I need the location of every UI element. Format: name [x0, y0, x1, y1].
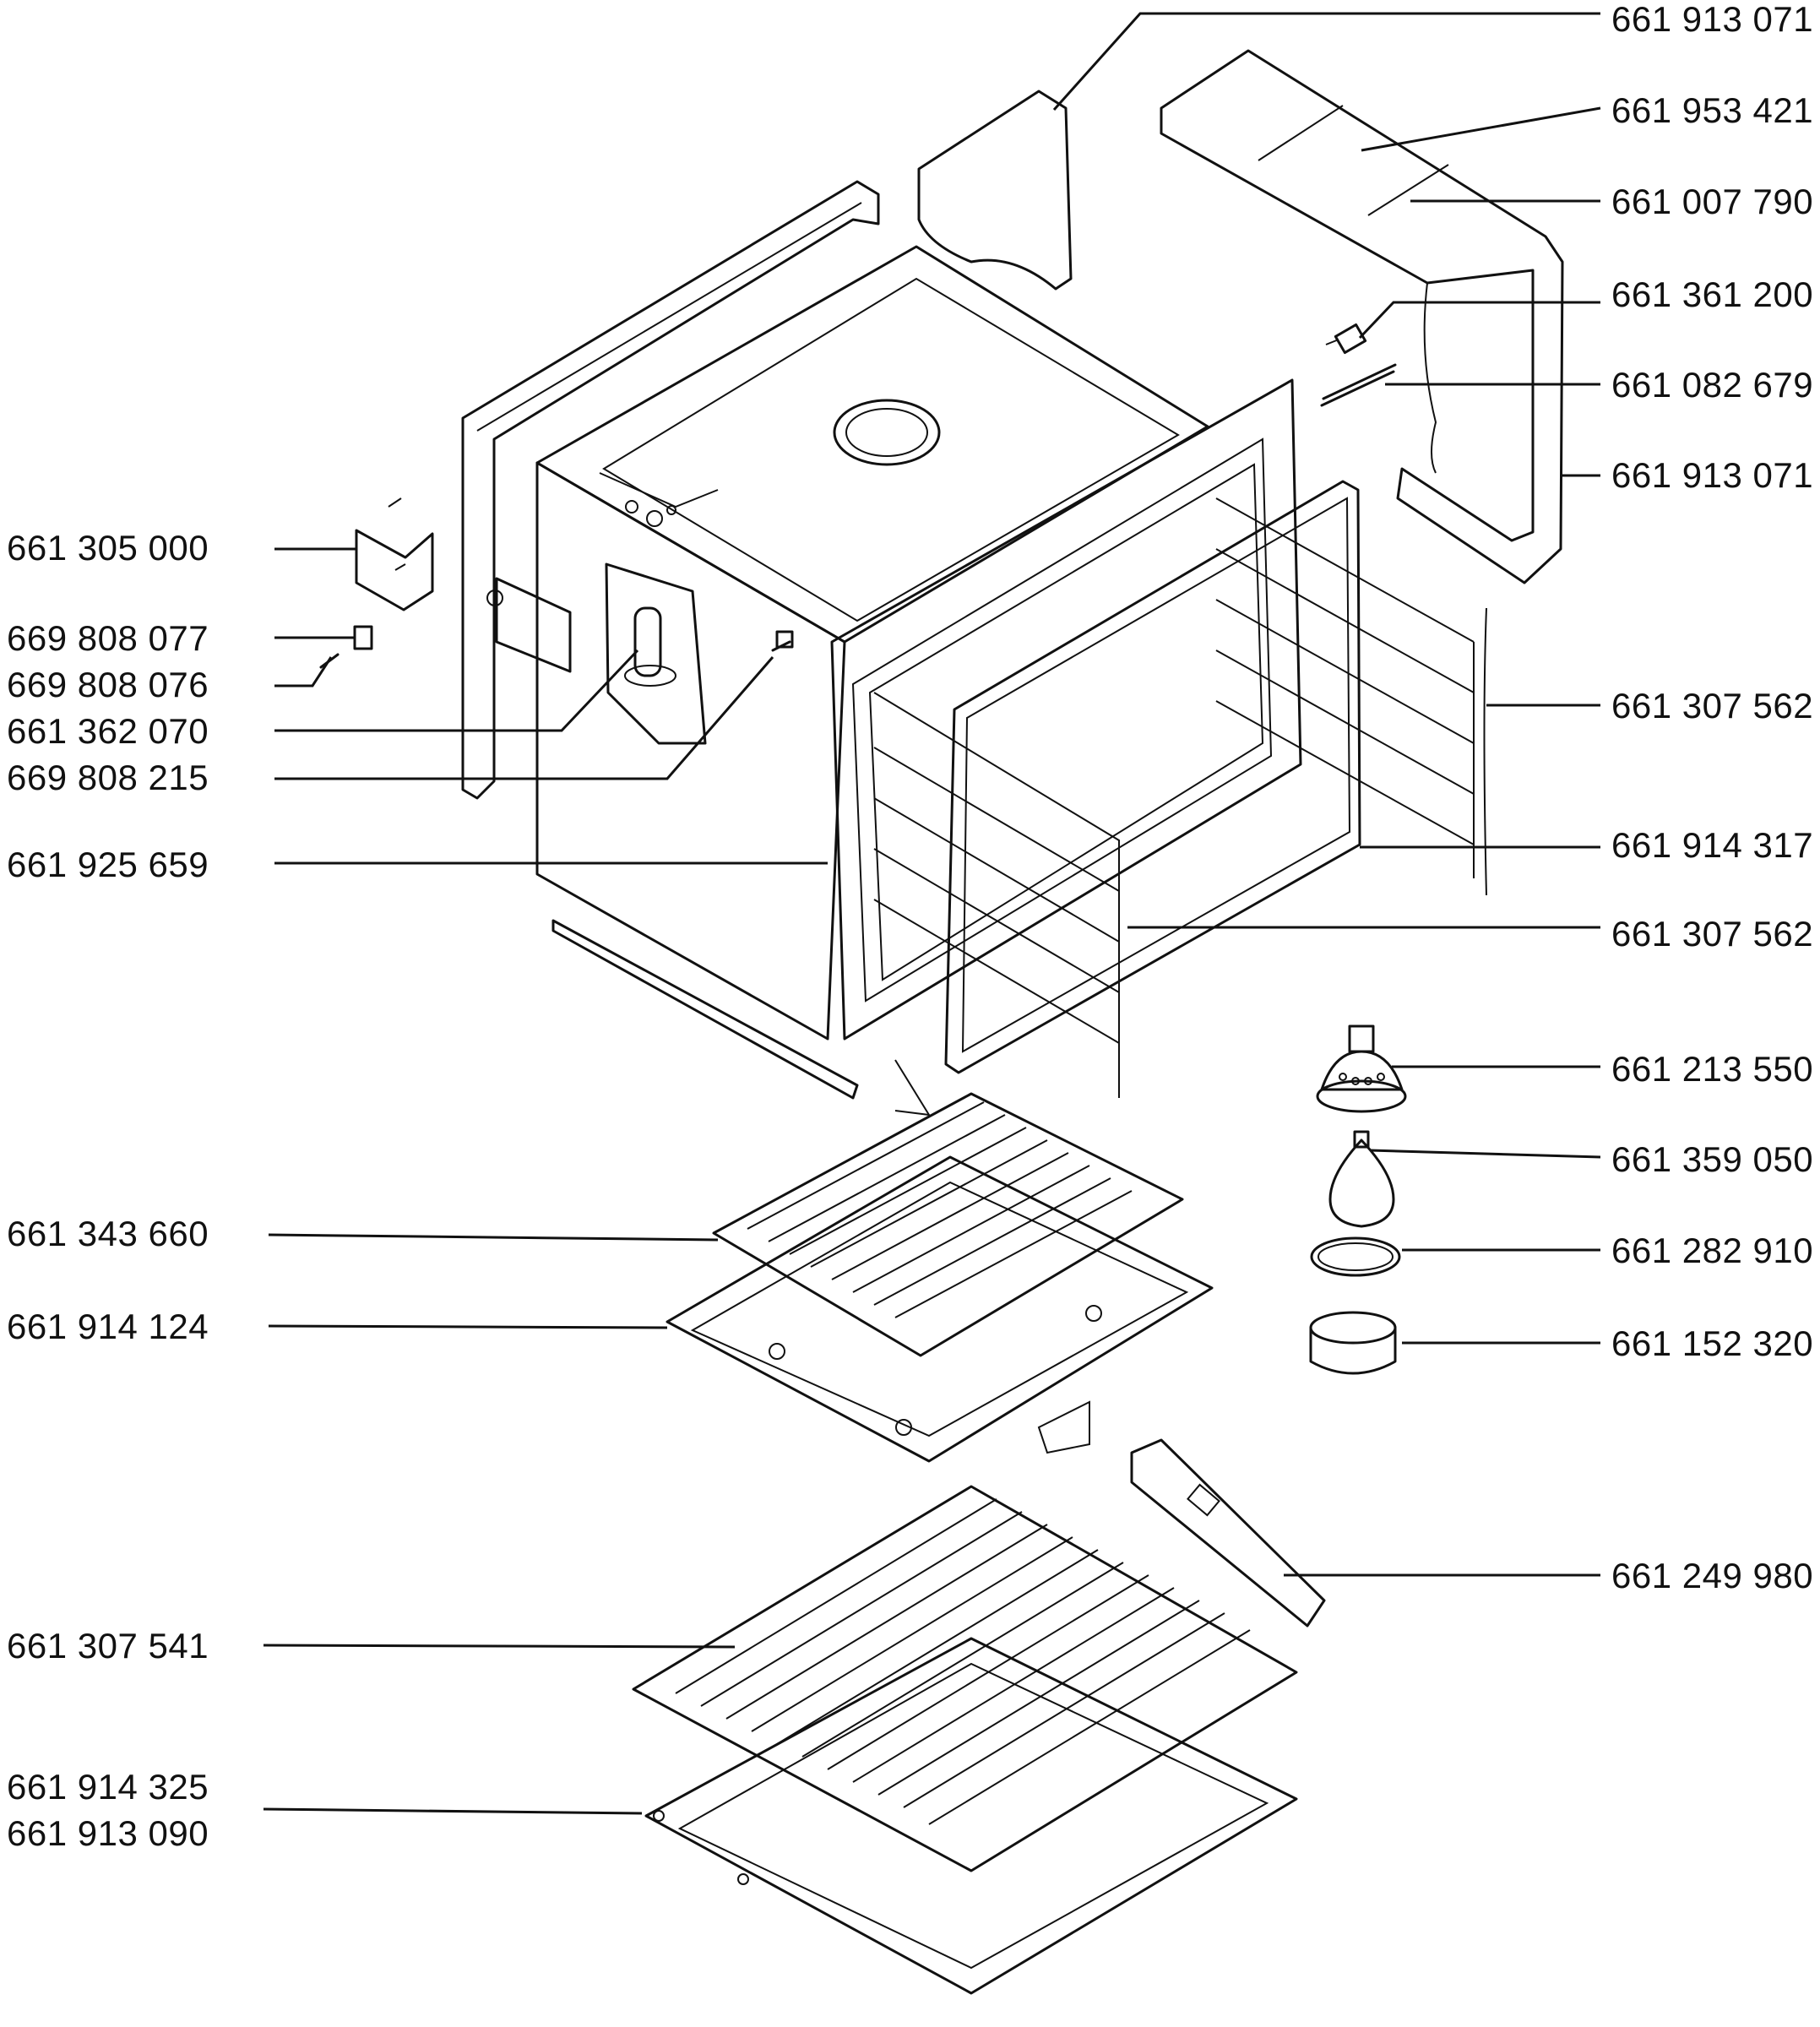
baking-tray [644, 1637, 1298, 1995]
temperature-sensor [1320, 363, 1397, 407]
leader-lines-left [263, 547, 828, 1815]
part-number-label: 669 808 076 [7, 665, 209, 704]
insulation-wrap [1160, 49, 1564, 896]
part-number-label: 661 914 325 [7, 1767, 209, 1807]
oven-cavity [535, 245, 1302, 1041]
part-number-label: 661 913 071 [1611, 0, 1814, 39]
part-number-label: 661 914 124 [7, 1307, 209, 1346]
part-number-label: 661 362 070 [7, 711, 209, 751]
shelf-rails-left [873, 692, 1120, 1098]
part-number-label: 661 307 541 [7, 1626, 209, 1666]
part-number-label: 661 913 071 [1611, 455, 1814, 495]
part-number-label: 661 307 562 [1611, 686, 1814, 725]
small-bracket [355, 497, 434, 611]
part-number-label: 661 082 679 [1611, 365, 1814, 405]
part-number-label: 661 152 320 [1611, 1323, 1814, 1363]
part-number-label: 661 343 660 [7, 1214, 209, 1253]
screws [319, 625, 794, 669]
door-seal [944, 480, 1361, 1074]
drip-tray [666, 1155, 1214, 1463]
lamp-cover [1309, 1311, 1397, 1375]
bottom-strip [551, 919, 931, 1117]
part-number-label: 661 213 550 [1611, 1049, 1814, 1089]
oven-side-panel [461, 180, 880, 800]
hinge-bracket [486, 577, 572, 673]
part-number-label: 661 913 090 [7, 1813, 209, 1853]
fan-motor-housing [605, 562, 707, 745]
part-number-label: 661 307 562 [1611, 914, 1814, 954]
top-insulation-pad [917, 90, 1073, 291]
leader-lines-right [1052, 12, 1601, 1577]
part-number-label: 669 808 077 [7, 618, 209, 658]
thermal-fuse [1325, 323, 1367, 355]
part-number-label: 661 249 980 [1611, 1556, 1814, 1595]
part-number-label: 661 305 000 [7, 528, 209, 568]
shelf-rails-right [1215, 497, 1475, 878]
part-number-label: 661 361 200 [1611, 274, 1814, 314]
wire-shelf [712, 1092, 1184, 1357]
part-number-label: 669 808 215 [7, 758, 209, 797]
part-number-label: 661 914 317 [1611, 825, 1814, 865]
lamp-socket [1316, 1024, 1407, 1113]
lamp-gasket [1310, 1236, 1401, 1277]
lamp-bulb [1328, 1130, 1395, 1228]
pan-handle [1130, 1438, 1326, 1628]
part-number-label: 661 925 659 [7, 845, 209, 884]
part-number-label: 661 007 790 [1611, 182, 1814, 221]
part-number-label: 661 282 910 [1611, 1231, 1814, 1270]
part-number-label: 661 953 421 [1611, 90, 1814, 130]
part-number-label: 661 359 050 [1611, 1139, 1814, 1179]
wire-rack [632, 1485, 1298, 1872]
